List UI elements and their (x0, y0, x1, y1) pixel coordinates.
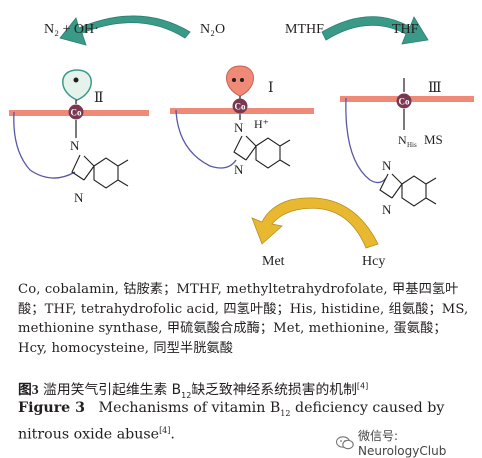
mechanism-diagram: N₂ + OH· N₂O MTHF THF Co N N Ⅱ Co N H⁺ N… (9, 15, 474, 269)
figure-caption-en: Figure 3 Mechanisms of vitamin B12 defic… (18, 400, 470, 444)
n-his-label: N (398, 133, 407, 147)
caption-cn-sub: 12 (181, 390, 192, 400)
panel-ii: Co N N Ⅱ (9, 69, 149, 205)
n-label-2: N (382, 202, 392, 217)
met-label: Met (262, 254, 285, 269)
teal-curved-arrow (59, 15, 191, 46)
enzyme-tail (13, 111, 76, 179)
caption-cn-ref: [4] (356, 381, 369, 391)
benzimidazole-ring (71, 154, 129, 189)
n-his-sub: His (407, 141, 417, 149)
benzimidazole-ring (233, 135, 291, 169)
caption-en-ref: [4] (159, 425, 171, 435)
caption-cn-text: 滥用笑气引起维生素 B (43, 382, 182, 398)
watermark-text: 微信号: NeurologyClub (358, 429, 447, 458)
roman-i: Ⅰ (268, 81, 274, 96)
radical-dot (73, 77, 79, 83)
co-ball (68, 104, 84, 120)
figure-label-cn: 图3 (18, 382, 39, 397)
teal-curved-arrow-right (321, 16, 429, 45)
mthf-label: MTHF (285, 22, 324, 37)
green-pin (62, 69, 92, 101)
h-plus-label: H⁺ (254, 117, 269, 131)
figure-label-en: Figure 3 (18, 400, 86, 416)
n-label-2: N (74, 190, 84, 205)
n2o-label: N₂O (200, 22, 225, 37)
caption-en-sub: 12 (280, 408, 291, 418)
enzyme-tail (175, 109, 237, 169)
caption-cn-text-2: 缺乏致神经系统损害的机制 (191, 382, 357, 398)
yellow-curved-arrow (251, 197, 379, 249)
co-label: Co (71, 108, 82, 118)
caption-en-text-2: deficiency caused by nitrous oxide abuse (18, 400, 445, 443)
caption-en-text: Mechanisms of vitamin B (98, 400, 281, 416)
co-label: Co (235, 102, 246, 112)
abbreviations-note: Co, cobalamin, 钴胺素；MTHF, methyltetrahydr… (18, 282, 469, 356)
co-label: Co (399, 97, 410, 107)
hcy-label: Hcy (362, 254, 385, 269)
red-pin (226, 65, 254, 97)
panel-iii: Co N His MS N N Ⅲ (340, 78, 474, 217)
watermark: 微信号: NeurologyClub (335, 427, 482, 458)
n-label-2: N (234, 162, 244, 177)
panel-i: Co N H⁺ N Ⅰ (170, 65, 314, 177)
wechat-icon (335, 435, 354, 450)
ms-label: MS (424, 132, 443, 147)
n-label: N (70, 138, 80, 153)
co-ball (396, 93, 412, 109)
enzyme-tail (345, 97, 387, 184)
caption-en-end: . (170, 426, 175, 443)
co-ball (232, 98, 248, 114)
roman-iii: Ⅲ (428, 81, 442, 96)
n-label: N (234, 120, 244, 135)
benzimidazole-ring (379, 173, 437, 207)
roman-ii: Ⅱ (94, 91, 104, 106)
thf-label: THF (392, 22, 419, 37)
figure-caption-cn: 图3 滥用笑气引起维生素 B12缺乏致神经系统损害的机制[4] (18, 378, 470, 400)
n2-oh-label: N₂ + OH· (44, 22, 99, 37)
charge-dot (232, 78, 236, 82)
n-label: N (382, 158, 392, 173)
